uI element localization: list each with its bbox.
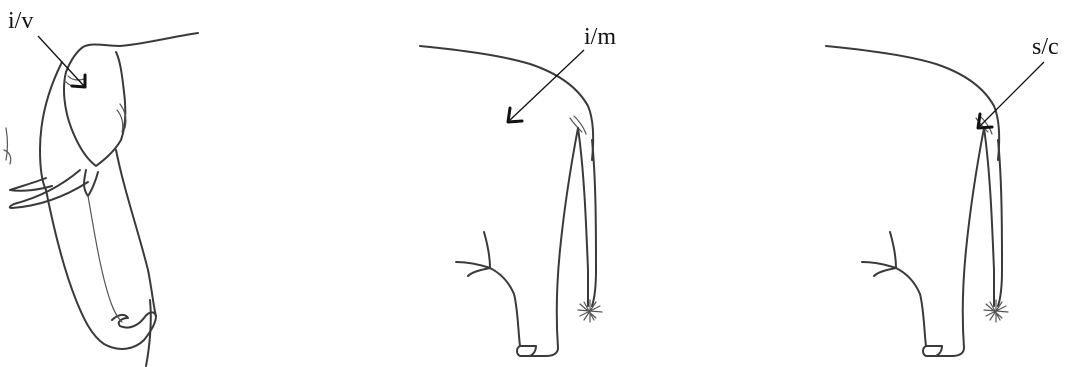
- hind-leg-front-sc: [896, 268, 926, 346]
- trunk-inner-line: [88, 196, 122, 322]
- tail-inner-sc: [984, 128, 994, 306]
- tail-outer: [592, 140, 596, 306]
- im-leader-line: [510, 50, 584, 120]
- panel-label-im: i/m: [584, 24, 616, 50]
- tail-tuft: [578, 300, 602, 322]
- tail-outer-sc: [998, 140, 1002, 306]
- belly-fold: [456, 232, 490, 276]
- panel-label-sc: s/c: [1032, 34, 1059, 60]
- hind-leg-back-sc: [952, 128, 984, 356]
- belly-fold-sc: [862, 232, 896, 276]
- face-outline: [40, 62, 62, 190]
- hind-foot: [517, 346, 546, 356]
- back-outline: [420, 46, 593, 160]
- sc-leader-line: [980, 62, 1044, 126]
- panel-rump-sc: s/c: [826, 34, 1059, 356]
- hind-leg-back: [546, 128, 578, 356]
- tail-tuft-sc: [984, 300, 1008, 322]
- hind-foot-sc: [923, 346, 952, 356]
- trunk-tip-curl: [112, 315, 144, 328]
- head-top-outline: [66, 33, 198, 72]
- tail-inner: [578, 128, 588, 306]
- hind-leg-front: [490, 268, 520, 346]
- iv-leader-line: [38, 36, 84, 86]
- back-outline-sc: [826, 46, 999, 160]
- trunk-right-edge: [116, 150, 156, 316]
- panel-label-iv: i/v: [8, 8, 33, 34]
- head-left-mark: [4, 128, 11, 164]
- panel-rump-im: i/m: [420, 24, 616, 356]
- trunk-left-edge: [46, 190, 156, 349]
- panel-head-ear: i/v: [4, 8, 198, 366]
- ear-outline: [64, 52, 125, 166]
